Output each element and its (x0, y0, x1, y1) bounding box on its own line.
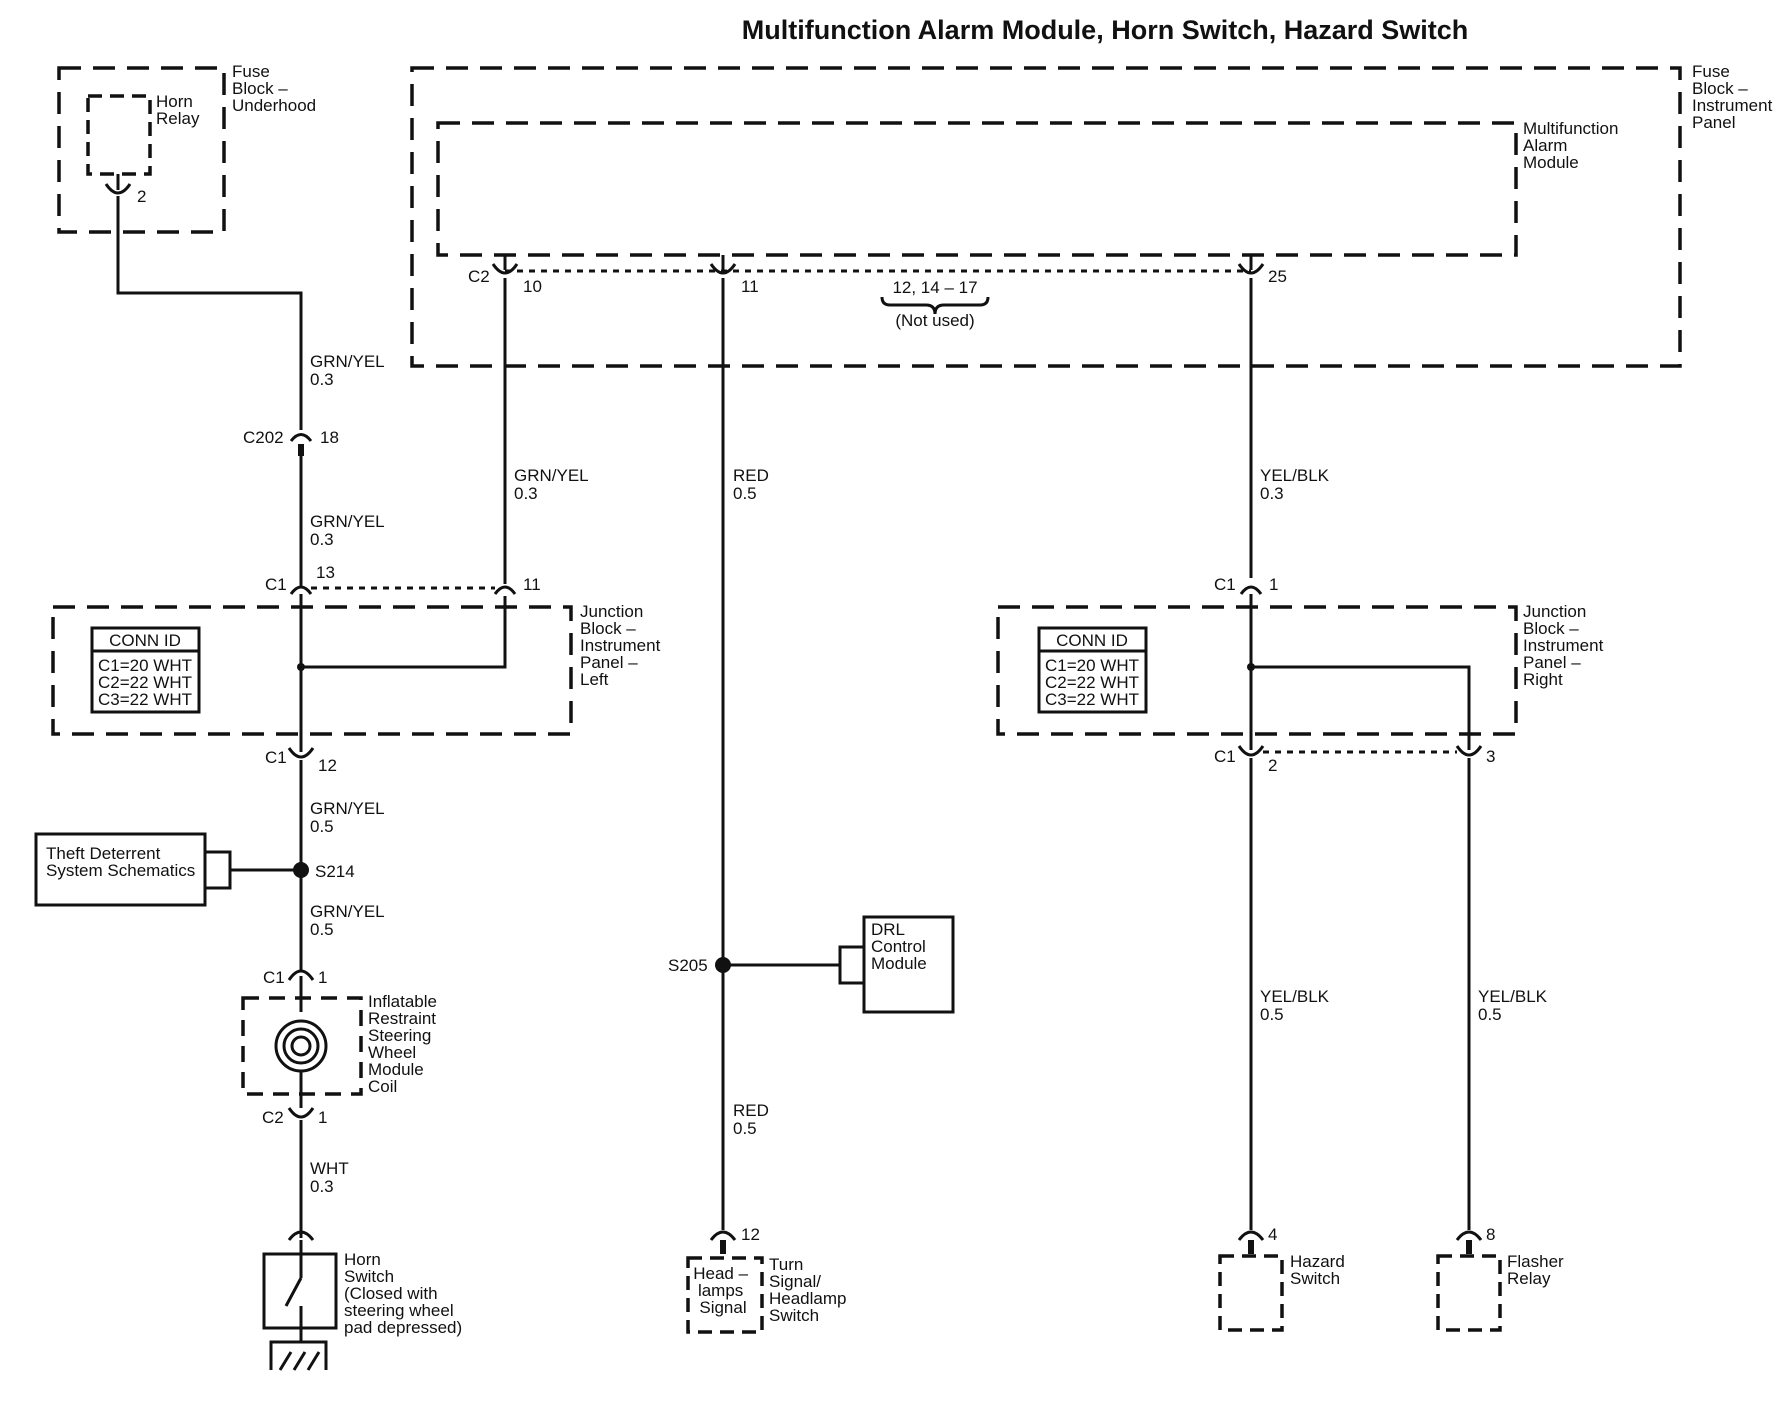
pin-2b-label: 2 (1268, 756, 1277, 775)
mam-pin11-terminal (709, 263, 737, 275)
pin-11b-label: 11 (523, 575, 541, 594)
s214-label: S214 (315, 862, 355, 881)
horn-relay-box (86, 94, 152, 176)
drl-control-module-box (862, 915, 955, 1014)
not-used-brace (880, 296, 990, 315)
diagram-title: Multifunction Alarm Module, Horn Switch,… (742, 15, 1469, 45)
c202-terminal (289, 433, 313, 442)
coil-c1-label: C1 (263, 968, 285, 987)
junction-block-right-box (996, 605, 1518, 736)
conn-id-left-rows: C1=20 WHT C2=22 WHT C3=22 WHT (98, 656, 196, 709)
wire-label-grnyel-3: GRN/YEL 0.3 (514, 466, 593, 503)
hazard-switch-box (1218, 1254, 1284, 1332)
pin-1b-label: 1 (318, 1108, 327, 1127)
hazard-switch-terminal (1237, 1230, 1265, 1241)
coil-c1-terminal (287, 969, 315, 981)
conn-id-right-rows: C1=20 WHT C2=22 WHT C3=22 WHT (1045, 656, 1143, 709)
turn-signal-switch-box (686, 1256, 764, 1334)
multifunction-alarm-module-box (436, 121, 1518, 257)
hazard-switch-label: Hazard Switch (1290, 1252, 1350, 1288)
pin-3-label: 3 (1486, 747, 1495, 766)
drl-connector (838, 945, 864, 985)
horn-relay-wire (116, 196, 303, 430)
mam-pin25-terminal (1237, 263, 1265, 275)
ground-icon (269, 1328, 328, 1371)
wire-label-red-1: RED 0.5 (733, 466, 774, 503)
pin-1a-label: 1 (318, 968, 327, 987)
horn-relay-pin2-terminal (104, 183, 132, 195)
pin-2-label: 2 (137, 187, 146, 206)
s205-label: S205 (668, 956, 708, 975)
drl-control-module-label: DRL Control Module (871, 920, 931, 973)
conn-id-right-title: CONN ID (1056, 631, 1128, 650)
jbl-c1-12-terminal (287, 747, 315, 759)
jbl-c1-top-label: C1 (265, 575, 287, 594)
wire-label-yelblk-1: YEL/BLK 0.3 (1260, 466, 1334, 503)
fuse-block-underhood-box (57, 66, 226, 234)
jbr-c1-3-terminal (1455, 745, 1483, 757)
head-lamps-signal-label: Head – lamps Signal (693, 1264, 753, 1317)
jbr-c1-2-terminal (1237, 745, 1265, 757)
horn-relay-label: Horn Relay (156, 92, 200, 128)
jbr-c1-top-label: C1 (1214, 575, 1236, 594)
jbl-c1-bottom-label: C1 (265, 748, 287, 767)
horn-switch-terminal (287, 1230, 315, 1241)
jbl-c1-13-terminal (289, 585, 313, 595)
coil-c2-terminal (287, 1107, 315, 1119)
junction-block-right-label: Junction Block – Instrument Panel – Righ… (1523, 602, 1608, 689)
wire-label-grnyel-2: GRN/YEL 0.3 (310, 512, 389, 549)
wire-label-yelblk-3: YEL/BLK 0.5 (1478, 987, 1552, 1024)
flasher-relay-label: Flasher Relay (1507, 1252, 1568, 1288)
coil-spiral-icon (274, 1019, 328, 1073)
wire-label-yelblk-2: YEL/BLK 0.5 (1260, 987, 1334, 1024)
not-used-pins-label: 12, 14 – 17 (892, 278, 977, 297)
pin-13-label: 13 (316, 563, 335, 582)
pin-8-label: 8 (1486, 1225, 1495, 1244)
wire-label-grnyel-5: GRN/YEL 0.5 (310, 902, 389, 939)
switch-contact-icon (284, 1277, 303, 1307)
not-used-label: (Not used) (895, 311, 974, 330)
irswm-coil-label: Inflatable Restraint Steering Wheel Modu… (368, 992, 442, 1096)
flasher-relay-box (1436, 1254, 1502, 1332)
pin-12b-label: 12 (741, 1225, 760, 1244)
flasher-relay-terminal (1455, 1230, 1483, 1241)
turn-switch-terminal (709, 1230, 737, 1241)
pin-1c-label: 1 (1269, 575, 1278, 594)
pin-4-label: 4 (1268, 1225, 1277, 1244)
jbl-c1-11-terminal (493, 585, 517, 595)
jbr-c1-1-terminal (1239, 585, 1263, 595)
horn-switch-label: Horn Switch (Closed with steering wheel … (344, 1250, 462, 1337)
wire-label-grnyel-4: GRN/YEL 0.5 (310, 799, 389, 836)
theft-connector (205, 850, 232, 890)
theft-deterrent-box (34, 832, 207, 907)
jbr-c1-bottom-label: C1 (1214, 747, 1236, 766)
wire-label-red-2: RED 0.5 (733, 1101, 774, 1138)
pin-11-label: 11 (741, 277, 759, 296)
fuse-block-ip-label: Fuse Block – Instrument Panel (1692, 62, 1777, 132)
conn-id-right-box (1037, 626, 1148, 714)
multifunction-alarm-module-label: Multifunction Alarm Module (1523, 119, 1623, 172)
wire-label-wht: WHT 0.3 (310, 1159, 353, 1196)
fuse-block-underhood-label: Fuse Block – Underhood (232, 62, 316, 115)
pin-18-label: 18 (320, 428, 339, 447)
pin-25-label: 25 (1268, 267, 1287, 286)
c202-label: C202 (243, 428, 284, 447)
junction-block-left-box (51, 605, 573, 736)
pin-12-label: 12 (318, 756, 337, 775)
conn-id-left-box (90, 626, 201, 714)
fuse-block-ip-box (410, 66, 1682, 368)
mam-pin10-terminal (491, 263, 519, 275)
conn-id-left-title: CONN ID (109, 631, 181, 650)
wire-label-grnyel-1: GRN/YEL 0.3 (310, 352, 389, 389)
coil-c2-label: C2 (262, 1108, 284, 1127)
mam-c2-label: C2 (468, 267, 490, 286)
pin-10-label: 10 (523, 277, 542, 296)
turn-signal-headlamp-switch-label: Turn Signal/ Headlamp Switch (769, 1255, 851, 1325)
junction-block-left-label: Junction Block – Instrument Panel – Left (580, 602, 665, 689)
theft-deterrent-label: Theft Deterrent System Schematics (46, 844, 195, 880)
